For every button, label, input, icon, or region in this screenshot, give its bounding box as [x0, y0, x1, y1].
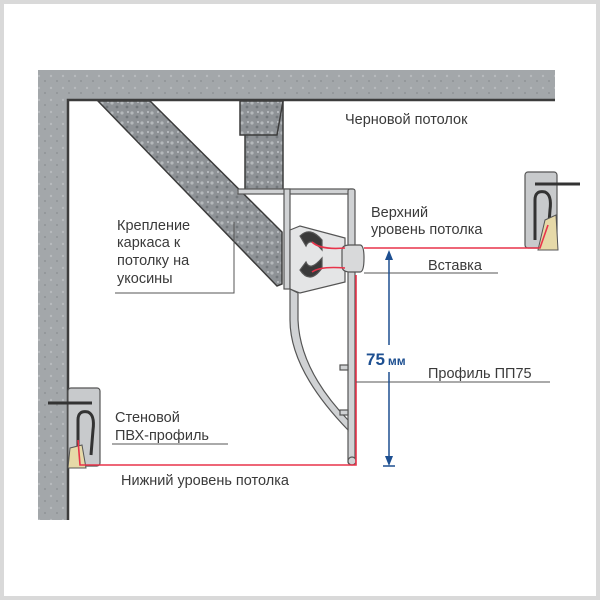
arrow-up-icon — [385, 250, 393, 260]
dimension-value: 75 — [366, 350, 385, 369]
label-upper-level-line1: Верхний — [371, 205, 428, 221]
label-upper-level-line2: уровень потолка — [371, 222, 483, 238]
label-insert: Вставка — [428, 258, 483, 274]
wall-pvc-profile-right — [524, 171, 580, 251]
label-frame-mount-line4: укосины — [117, 271, 173, 287]
label-frame-mount-line2: каркаса к — [117, 235, 181, 251]
dimension-unit: мм — [388, 354, 406, 368]
stretch-membrane — [77, 224, 549, 466]
label-rough-ceiling: Черновой потолок — [345, 112, 468, 128]
label-frame-mount-line3: потолку на — [117, 253, 190, 269]
label-wall-profile-line2: ПВХ-профиль — [115, 428, 209, 444]
insert-vstavka — [341, 244, 365, 273]
label-frame-mount-line1: Крепление — [117, 218, 190, 234]
label-wall-profile-line1: Стеновой — [115, 410, 180, 426]
label-profile: Профиль ПП75 — [428, 366, 532, 382]
diagonal-brace — [96, 100, 283, 287]
label-lower-level: Нижний уровень потолка — [121, 473, 290, 489]
concrete-wall-ceiling — [38, 70, 555, 520]
wall-pvc-profile-left — [48, 387, 101, 469]
vertical-hanger — [239, 100, 284, 191]
arrow-down-icon — [385, 456, 393, 466]
